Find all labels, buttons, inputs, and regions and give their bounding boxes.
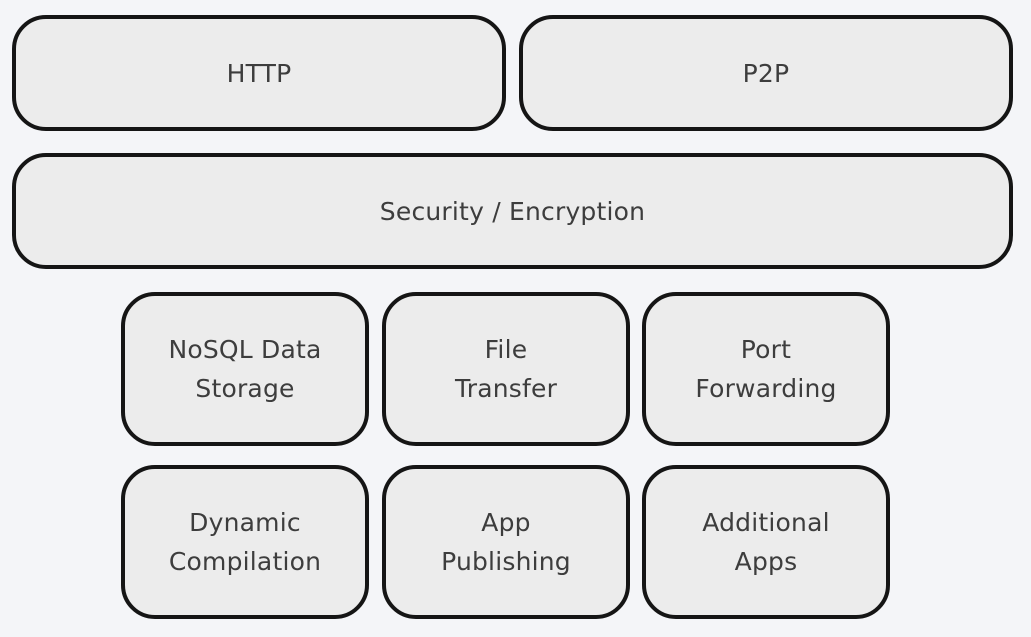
file-transfer-label: File Transfer [455, 330, 557, 408]
dynamic-compilation-box: Dynamic Compilation [121, 465, 369, 619]
security-encryption-box: Security / Encryption [12, 153, 1013, 269]
http-box: HTTP [12, 15, 506, 131]
app-publishing-label: App Publishing [441, 503, 571, 581]
nosql-data-storage-box: NoSQL Data Storage [121, 292, 369, 446]
port-forwarding-box: Port Forwarding [642, 292, 890, 446]
nosql-label-line1: NoSQL Data [168, 335, 322, 364]
nosql-data-storage-label: NoSQL Data Storage [168, 330, 321, 408]
port-forwarding-label-line2: Forwarding [695, 374, 837, 403]
dynamic-compilation-label: Dynamic Compilation [169, 503, 321, 581]
additional-apps-box: Additional Apps [642, 465, 890, 619]
nosql-label-line2: Storage [195, 374, 295, 403]
dynamic-compilation-label-line2: Compilation [168, 547, 322, 576]
file-transfer-label-line1: File [484, 335, 528, 364]
additional-apps-label: Additional Apps [702, 503, 830, 581]
app-publishing-label-line1: App [481, 508, 531, 537]
app-publishing-label-line2: Publishing [441, 547, 571, 576]
p2p-label: P2P [742, 58, 790, 88]
file-transfer-label-line2: Transfer [454, 374, 558, 403]
additional-apps-label-line2: Apps [734, 547, 798, 576]
http-label: HTTP [226, 58, 292, 88]
port-forwarding-label-line1: Port [740, 335, 792, 364]
dynamic-compilation-label-line1: Dynamic [189, 508, 301, 537]
additional-apps-label-line1: Additional [702, 508, 830, 537]
file-transfer-box: File Transfer [382, 292, 630, 446]
security-encryption-label: Security / Encryption [379, 196, 646, 226]
app-publishing-box: App Publishing [382, 465, 630, 619]
port-forwarding-label: Port Forwarding [695, 330, 836, 408]
p2p-box: P2P [519, 15, 1013, 131]
